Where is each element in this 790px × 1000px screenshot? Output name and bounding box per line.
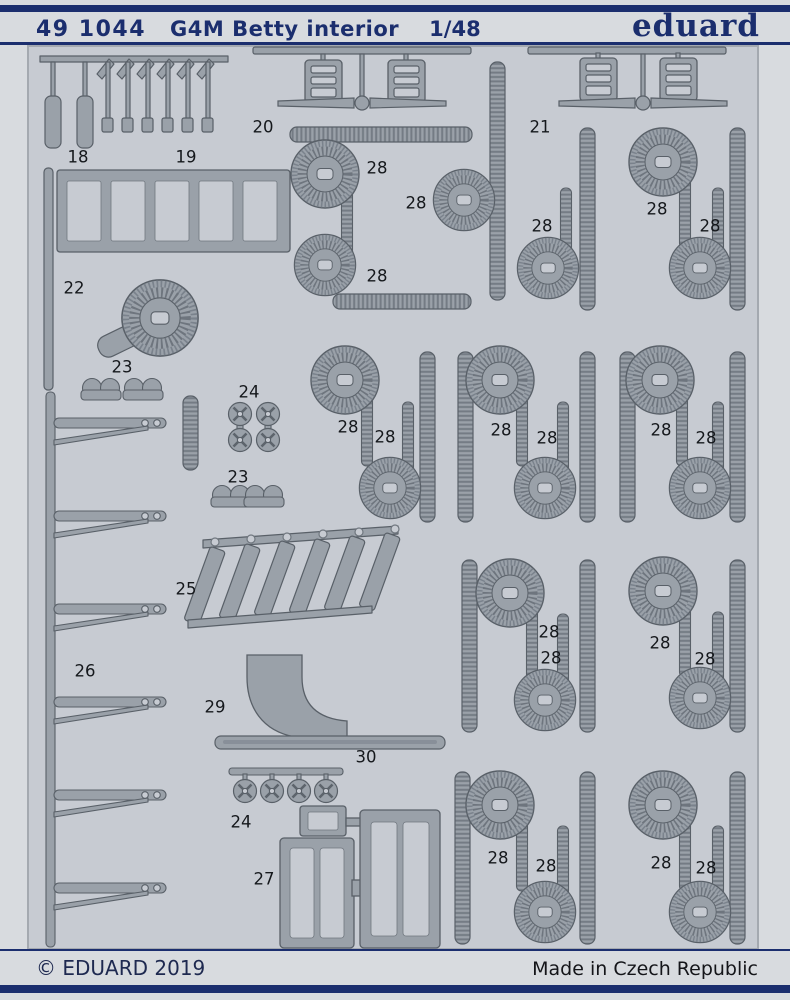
top-border-bar bbox=[0, 5, 790, 12]
header-rule-line bbox=[0, 42, 790, 45]
made-in-text: Made in Czech Republic bbox=[532, 958, 758, 980]
sheet-header: 49 1044 G4M Betty interior 1/48 eduard bbox=[36, 8, 760, 44]
serrated-strips-group bbox=[182, 61, 746, 945]
part-30-group bbox=[214, 735, 446, 750]
part-21-group bbox=[527, 46, 728, 111]
footer-rule-line bbox=[0, 949, 790, 951]
scale-label: 1/48 bbox=[429, 17, 481, 41]
eduard-brand-wordmark: eduard bbox=[631, 8, 760, 44]
sheet-footer: © EDUARD 2019 Made in Czech Republic bbox=[36, 956, 758, 980]
part-27-group bbox=[279, 805, 441, 949]
reel-disc-parts-group bbox=[97, 128, 730, 943]
part-18-19-group bbox=[39, 55, 229, 149]
bottom-border-bar bbox=[0, 985, 790, 993]
catalog-number: 49 1044 bbox=[36, 17, 147, 42]
copyright-text: © EDUARD 2019 bbox=[36, 956, 206, 980]
part-20-group bbox=[252, 46, 472, 111]
part-25-group bbox=[184, 524, 401, 629]
part-22-group bbox=[43, 167, 291, 391]
product-title: G4M Betty interior bbox=[170, 17, 400, 41]
part-24-group bbox=[227, 401, 344, 804]
part-26-group bbox=[45, 391, 167, 948]
